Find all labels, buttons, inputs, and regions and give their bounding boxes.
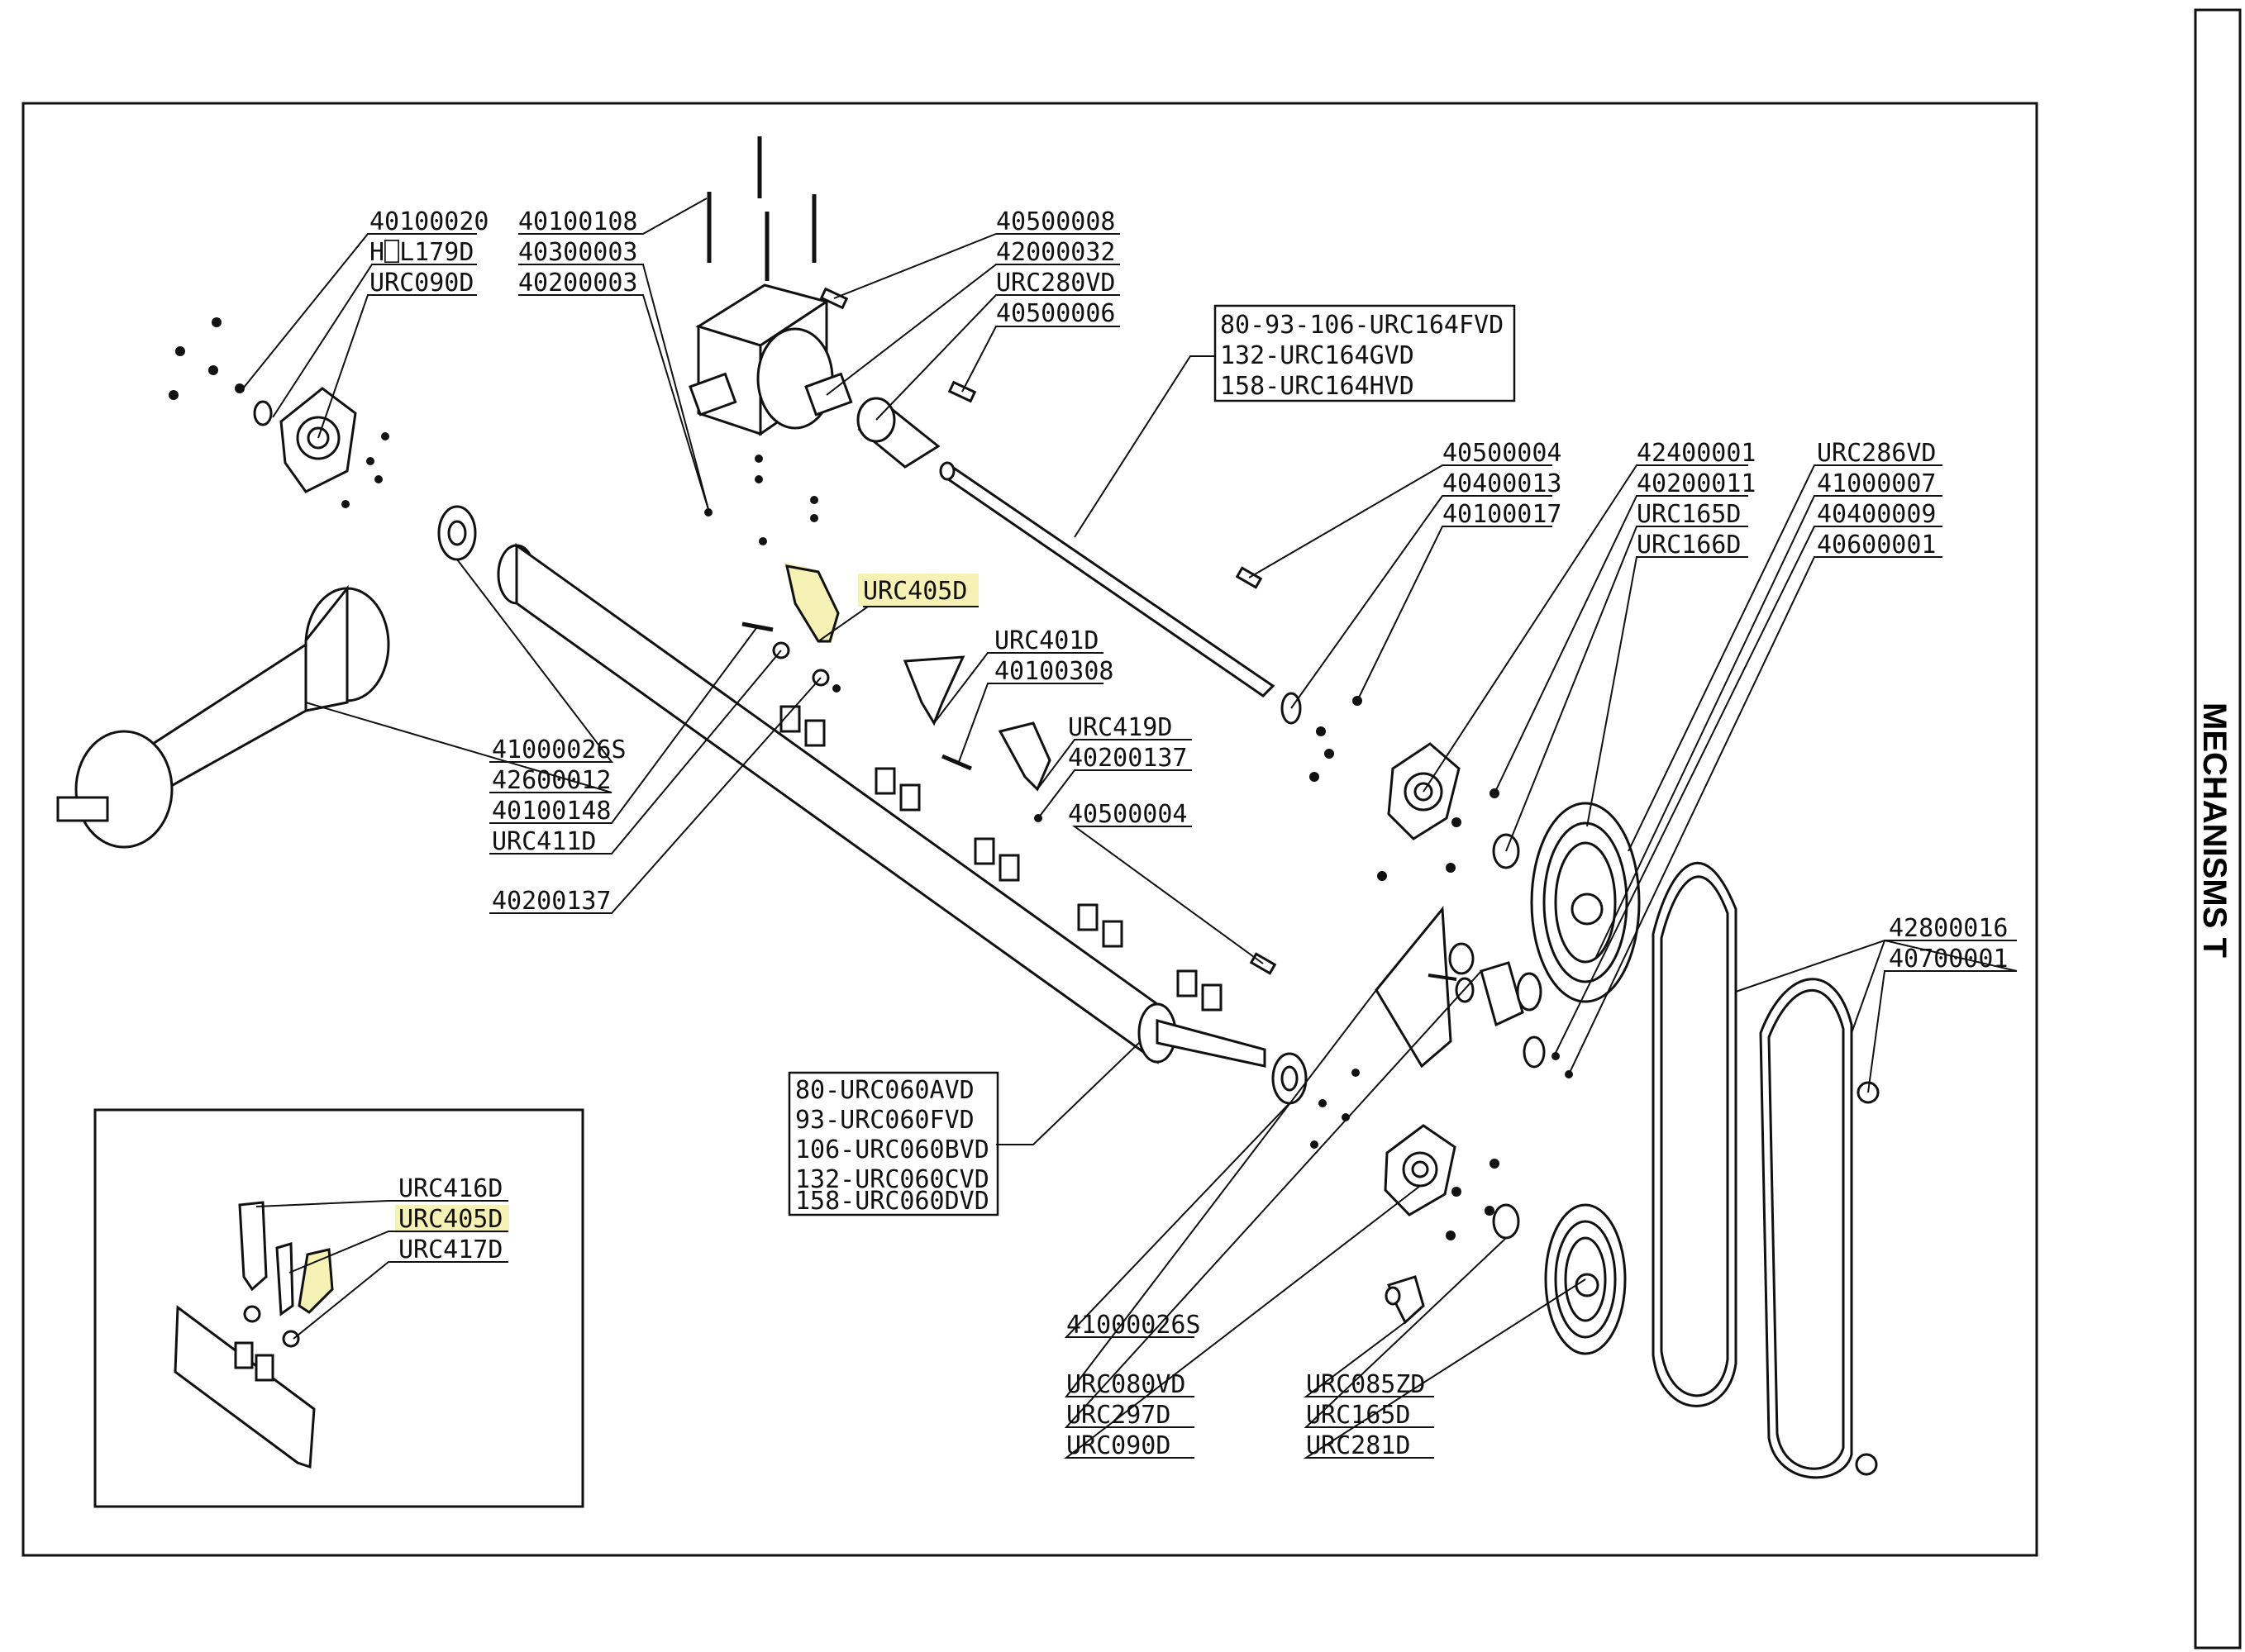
belts [1652, 861, 1853, 1479]
callouts: 40100020 H⎕L179D URC090D 40100108 403000… [369, 207, 2009, 1460]
callout-40100017: 40100017 [1442, 500, 1562, 529]
section-title: MECHANISMS T [2196, 702, 2233, 958]
highlight-inset-urc405d [395, 1205, 509, 1233]
callout-urc411d: URC411D [492, 827, 596, 856]
callout-urc165d-top: URC165D [1637, 500, 1741, 529]
rotor-lugs [779, 705, 1223, 1012]
inset-detail: URC416D URC405D URC417D [93, 1108, 584, 1508]
inset-callout-urc416d: URC416D [398, 1174, 503, 1203]
rotor-box-line-3: 106-URC060BVD [795, 1135, 989, 1164]
callout-40200011: 40200011 [1637, 469, 1756, 498]
bushing-urc165d-bot [1492, 1203, 1520, 1240]
bolts-top-left [169, 317, 389, 508]
inset-callout-urc417d: URC417D [398, 1235, 503, 1264]
lower-nuts [1446, 1159, 1499, 1240]
callout-40500004-mid: 40500004 [1068, 800, 1188, 829]
callout-40400013: 40400013 [1442, 469, 1562, 498]
bearing-urc090d-bot [1384, 1124, 1456, 1216]
gearbox [689, 283, 853, 436]
rotor-box [788, 1071, 999, 1216]
callout-40100148: 40100148 [492, 797, 612, 826]
callout-40100020: 40100020 [369, 207, 489, 236]
callout-42400001: 42400001 [1637, 439, 1756, 468]
callout-urc085zd: URC085ZD [1306, 1370, 1426, 1399]
inset-callout-urc405d: URC405D [398, 1205, 503, 1234]
callout-42800016: 42800016 [1889, 914, 2009, 943]
shaft-box-line-3: 158-URC164HVD [1220, 372, 1414, 401]
side-tab-frame [2194, 8, 2242, 1650]
callout-40200003: 40200003 [518, 269, 638, 298]
highlight-bracket [784, 562, 840, 643]
callout-40400009: 40400009 [1817, 500, 1937, 529]
bracket-urc405d [785, 564, 840, 643]
callout-40700001: 40700001 [1889, 945, 2009, 974]
callout-urc401d: URC401D [994, 626, 1099, 655]
callout-urc281d: URC281D [1306, 1431, 1410, 1460]
callout-hol179d: H⎕L179D [369, 238, 474, 267]
bracket-urc401d [903, 655, 965, 726]
bearing-urc090d-top [253, 387, 357, 493]
rotor-box-line-5: 158-URC060DVD [795, 1187, 989, 1216]
rotor-box-line-2: 93-URC060FVD [795, 1106, 975, 1135]
callout-urc165d-bot: URC165D [1306, 1401, 1410, 1430]
callout-42600012: 42600012 [492, 766, 612, 795]
callout-40600001: 40600001 [1817, 531, 1937, 559]
callout-40200137-a: 40200137 [1068, 744, 1188, 773]
belt-nuts [1855, 1081, 1880, 1476]
washer-41000026s [437, 505, 477, 561]
callout-41000026s-b: 41000026S [1066, 1311, 1201, 1340]
bracket-urc085zd [1385, 1275, 1425, 1325]
tensioner-urc080vd [1375, 906, 1475, 1069]
idler-urc297d [1480, 961, 1546, 1069]
shaft-box [1213, 304, 1516, 402]
callout-41000007: 41000007 [1817, 469, 1937, 498]
callout-urc405d: URC405D [863, 577, 967, 606]
inset-frame [93, 1108, 584, 1508]
callout-urc280vd: URC280VD [996, 269, 1116, 298]
shaft-box-line-1: 80-93-106-URC164FVD [1220, 311, 1504, 340]
gearbox-bolts [707, 136, 817, 281]
callout-urc080vd: URC080VD [1066, 1370, 1186, 1399]
callout-42000032: 42000032 [996, 238, 1116, 267]
callout-40500004-top: 40500004 [1442, 439, 1562, 468]
callout-40500008: 40500008 [996, 207, 1116, 236]
washer-41000026s-b [1271, 1052, 1308, 1105]
rotor-box-line-4: 132-URC060CVD [795, 1165, 989, 1194]
callout-urc297d: URC297D [1066, 1401, 1170, 1430]
callout-urc090d-bot: URC090D [1066, 1431, 1170, 1460]
callout-40300003: 40300003 [518, 238, 638, 267]
shaft-box-line-2: 132-URC164GVD [1220, 341, 1414, 370]
rotor-tube [497, 543, 1266, 1068]
bracket-urc419d [998, 721, 1051, 792]
callout-40500006: 40500006 [996, 299, 1116, 328]
highlight-urc405d [858, 574, 979, 607]
diagram-frame [21, 102, 2038, 1557]
drive-shaft [939, 461, 1275, 697]
callout-urc166d: URC166D [1637, 531, 1741, 559]
callout-urc419d: URC419D [1068, 713, 1172, 742]
rotor-box-line-1: 80-URC060AVD [795, 1076, 975, 1105]
leader-lines [239, 198, 2018, 1459]
callout-40100108: 40100108 [518, 207, 638, 236]
callout-urc090d-top: URC090D [369, 269, 474, 298]
pulley-urc286vd [1530, 802, 1641, 1003]
callout-urc286vd: URC286VD [1817, 439, 1937, 468]
callout-41000026s-a: 41000026S [492, 736, 627, 764]
callout-40200137-b: 40200137 [492, 887, 612, 916]
idler-nuts [1310, 1052, 1573, 1149]
callout-40100308: 40100308 [994, 657, 1114, 686]
sleeve-urc280vd [856, 397, 941, 469]
pto-shaft [56, 584, 390, 849]
